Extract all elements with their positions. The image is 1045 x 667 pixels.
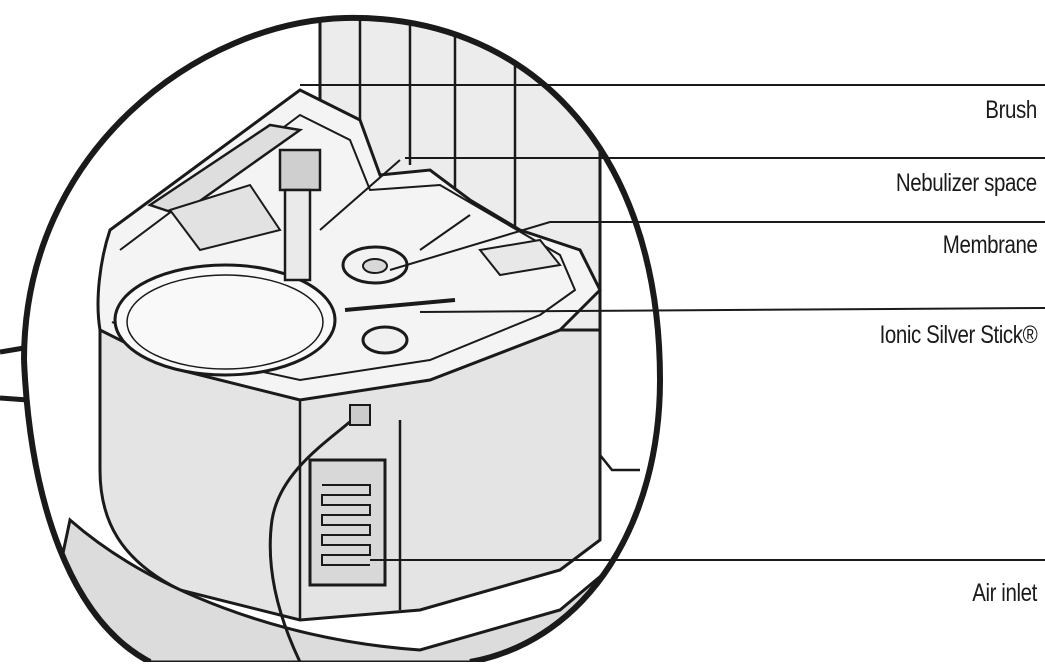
membrane-center — [362, 258, 388, 274]
inner-column — [358, 17, 517, 230]
water-bowl — [113, 263, 337, 377]
tray-square — [478, 238, 562, 277]
callout-line-membrane — [389, 221, 1045, 271]
cord-socket — [349, 404, 371, 426]
label-brush: Brush — [985, 96, 1037, 124]
label-air-inlet: Air inlet — [972, 579, 1037, 607]
silver-stick — [344, 298, 456, 312]
brush-panel — [168, 183, 282, 252]
label-nebulizer-space: Nebulizer space — [896, 169, 1037, 197]
brush-post — [283, 188, 312, 282]
tray-inner-edge — [111, 113, 577, 382]
water-bowl-inner — [126, 274, 324, 370]
unit-base — [38, 517, 660, 662]
power-cord — [268, 413, 359, 662]
callout-lines — [300, 84, 1045, 561]
air-inlet-coil — [321, 484, 371, 566]
label-membrane: Membrane — [942, 231, 1037, 259]
brush-block — [278, 148, 322, 192]
nebulizer-divider — [319, 159, 471, 251]
silver-stick-cap — [361, 325, 409, 355]
magnifier-stub — [0, 345, 29, 403]
label-ionic-silver-stick: Ionic Silver Stick® — [879, 321, 1037, 349]
magnifier-circle — [21, 14, 664, 665]
body-seam — [298, 400, 402, 620]
callout-line-ionic-silver-stick — [419, 307, 1045, 313]
